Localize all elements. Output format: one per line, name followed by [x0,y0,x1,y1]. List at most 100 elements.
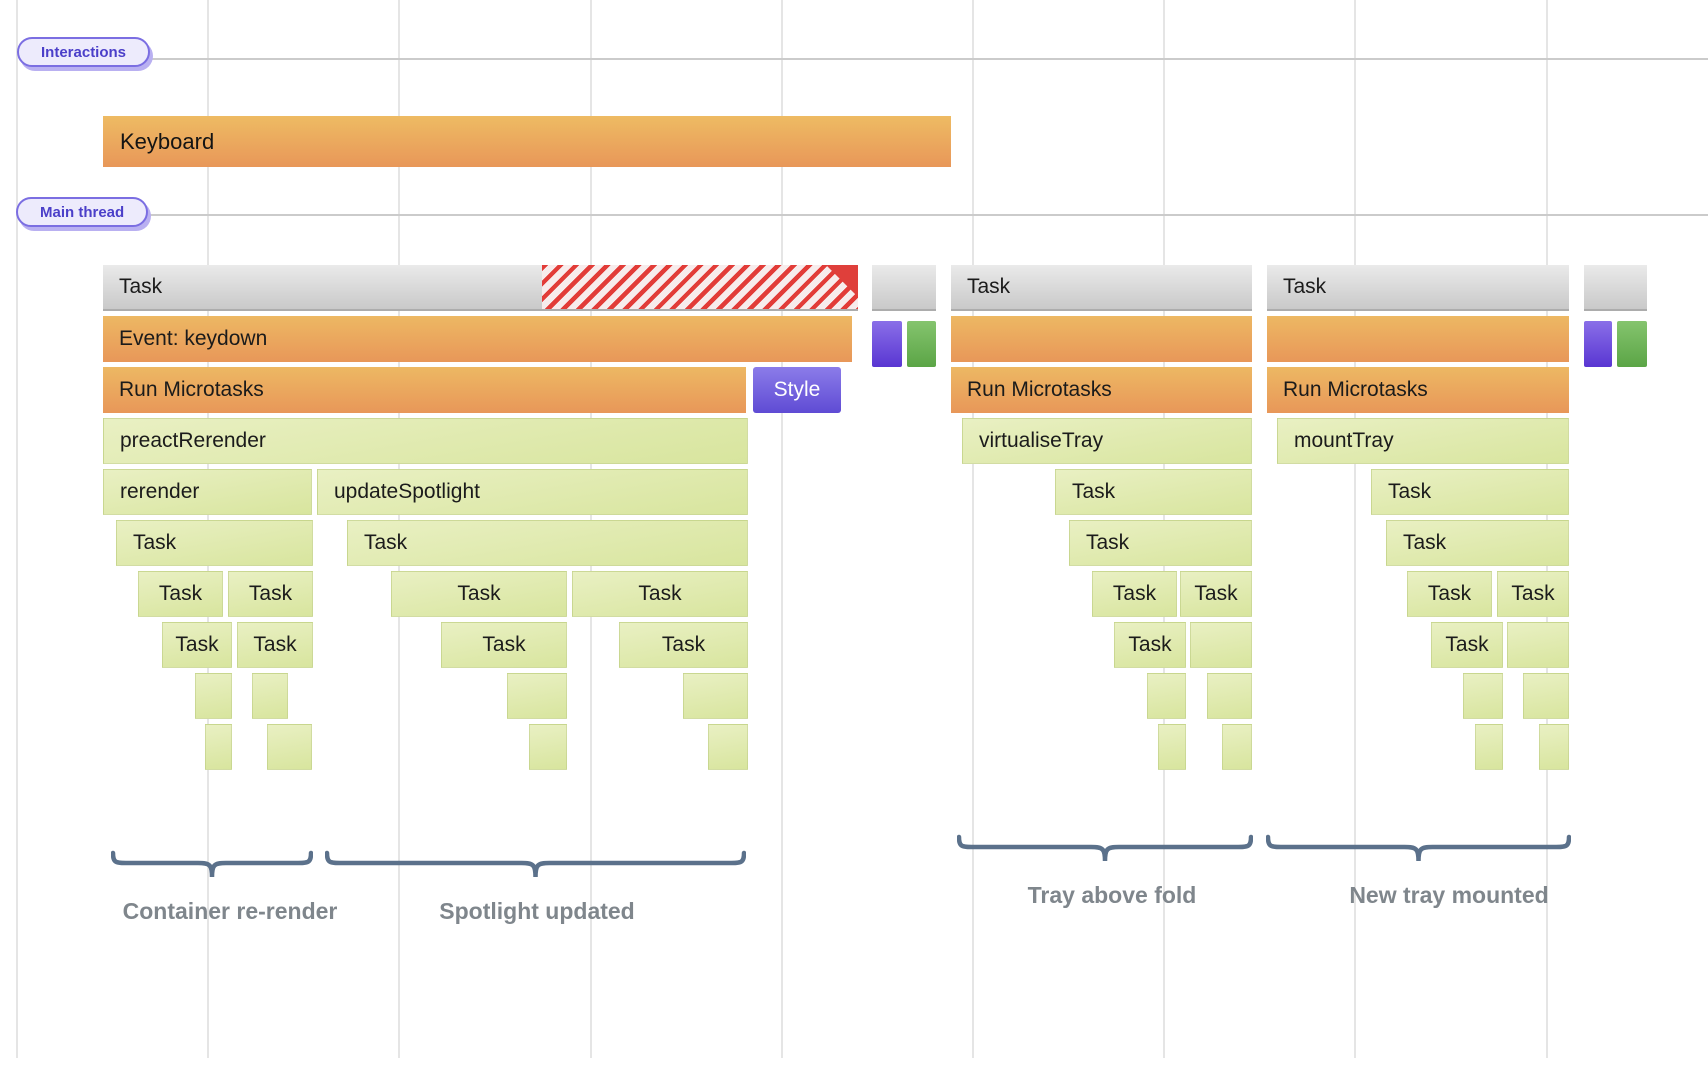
flame-bar-label: Task [1072,480,1116,503]
flame-bar[interactable] [907,321,936,367]
gridline [1354,0,1357,1058]
flame-bar[interactable] [195,673,232,719]
flame-bar[interactable]: Task [1092,571,1177,617]
flame-bar[interactable] [951,316,1252,362]
flame-bar[interactable] [1584,265,1647,311]
flame-bar[interactable]: Task [228,571,313,617]
gridline [16,0,18,1058]
keyboard-interaction-label: Keyboard [120,128,215,154]
flame-bar[interactable]: Task [1371,469,1569,515]
flame-bar[interactable]: Task [441,622,567,668]
flame-bar[interactable]: Task [237,622,313,668]
flame-bar[interactable]: Style [753,367,841,413]
flame-bar[interactable] [205,724,232,770]
annotation-label: Tray above fold [1027,882,1197,908]
flame-bar[interactable] [267,724,312,770]
flame-bar[interactable]: Task [116,520,313,566]
flame-bar[interactable]: Task [1267,265,1569,311]
flame-bar[interactable]: Task [1055,469,1252,515]
flame-bar[interactable]: Task [572,571,748,617]
flame-bar-label: Task [1086,531,1130,554]
flame-bar-label: Task [119,275,163,298]
flame-bar[interactable] [252,673,288,719]
flame-bar-label: virtualiseTray [979,429,1104,452]
annotation-brace [111,850,313,878]
flame-bar[interactable] [507,673,567,719]
flame-bar-label: Task [457,582,501,605]
flame-bar[interactable]: Task [391,571,567,617]
flame-bar-label: updateSpotlight [334,480,480,503]
flame-bar-label: Run Microtasks [119,378,264,401]
annotation-brace [957,834,1253,862]
flame-bar[interactable]: mountTray [1277,418,1569,464]
flame-bar[interactable]: Task [1407,571,1492,617]
flame-bar[interactable]: Task [103,265,858,311]
flame-bar[interactable]: Run Microtasks [951,367,1252,413]
flame-bar[interactable] [1507,622,1569,668]
flame-bar[interactable] [1475,724,1503,770]
track-label-main-thread[interactable]: Main thread [16,197,149,227]
flame-bar-label: Task [175,633,219,656]
track-label-interactions[interactable]: Interactions [17,37,151,67]
annotation-brace [325,850,746,878]
flame-bar[interactable]: Event: keydown [103,316,852,362]
flame-bar-label: Task [1403,531,1447,554]
flame-bar-label: Task [661,633,706,656]
flame-bar[interactable] [1539,724,1569,770]
flame-bar-label: Task [1112,582,1157,605]
flame-bar-label: rerender [120,480,200,503]
flame-bar[interactable]: preactRerender [103,418,748,464]
flame-bar[interactable]: Task [1114,622,1186,668]
flame-bar[interactable]: virtualiseTray [962,418,1252,464]
flame-bar[interactable] [1463,673,1503,719]
flame-bar[interactable] [1158,724,1186,770]
flame-bar-label: Style [773,378,821,401]
flame-bar[interactable] [1584,321,1612,367]
flame-bar[interactable] [708,724,748,770]
flame-bar[interactable] [1222,724,1252,770]
flame-bar[interactable]: Task [1386,520,1569,566]
flame-bar[interactable] [1190,622,1252,668]
flame-bar[interactable] [1617,321,1647,367]
flame-bar[interactable]: Task [619,622,748,668]
gridline [972,0,974,1058]
flame-bar[interactable] [1523,673,1569,719]
flame-bar-label: Task [967,275,1011,298]
flame-bar[interactable] [872,321,902,367]
annotation-label: Spotlight updated [439,898,635,924]
flame-bar[interactable]: updateSpotlight [317,469,748,515]
keyboard-interaction-bar[interactable]: Keyboard [103,116,951,167]
flame-bar[interactable] [1267,316,1569,362]
flame-bar[interactable]: Task [347,520,748,566]
flame-bar-label: mountTray [1294,429,1394,452]
flame-bar-label: Task [133,531,177,554]
flame-bar[interactable]: Run Microtasks [1267,367,1569,413]
flame-bar[interactable]: Run Microtasks [103,367,746,413]
flame-bar[interactable]: Task [1497,571,1569,617]
flame-bar-label: Task [1128,633,1172,656]
flame-bar[interactable]: Task [951,265,1252,311]
flame-bar-label: Task [364,531,408,554]
track-separator [143,214,1708,216]
annotation-brace [1266,834,1571,862]
flame-bar[interactable] [1147,673,1186,719]
flame-bar[interactable]: Task [1431,622,1503,668]
gridline [780,0,783,1058]
flame-bar-label: Task [1194,582,1238,605]
flame-bar[interactable] [529,724,567,770]
flame-bar[interactable] [1207,673,1252,719]
flame-bar[interactable]: Task [162,622,232,668]
flame-bar-label: Task [638,582,682,605]
annotation-label: Container re-render [122,898,338,924]
flame-bar[interactable] [872,265,936,311]
flame-bar[interactable]: Task [138,571,223,617]
flame-bar-label: Task [1445,633,1489,656]
flame-bar-label: Task [1283,275,1327,298]
flame-bar[interactable]: Task [1180,571,1252,617]
flame-bar-label: Run Microtasks [967,378,1112,401]
flame-bar[interactable] [683,673,748,719]
flame-bar-label: Task [253,633,297,656]
flame-bar[interactable]: Task [1069,520,1252,566]
flame-bar[interactable]: rerender [103,469,312,515]
